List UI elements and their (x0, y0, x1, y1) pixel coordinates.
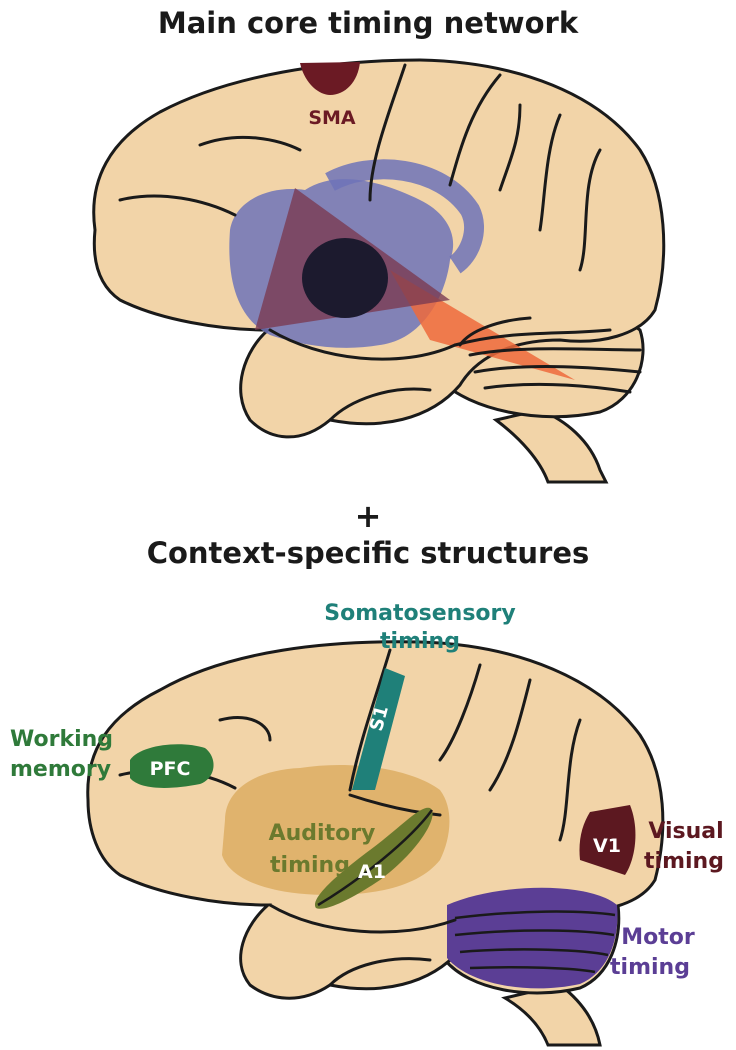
plus-sign: + (354, 497, 382, 535)
top-sma-region (300, 62, 360, 95)
motor-folia (454, 910, 616, 974)
working-memory-label-line1: Working (10, 727, 113, 752)
pfc-region (130, 744, 214, 788)
top-blue-arc (325, 159, 484, 274)
visual-timing-label-line1: Visual (648, 819, 723, 844)
bottom-brainstem (501, 983, 602, 1047)
motor-region (447, 887, 618, 989)
visual-timing-label-line2: timing (644, 849, 724, 874)
somatosensory-label-line2: timing (380, 629, 460, 654)
v1-region (579, 805, 636, 875)
top-sma-label: SMA (308, 107, 356, 129)
motor-timing-label-line2: timing (610, 955, 690, 980)
top-core-region (302, 238, 388, 318)
a1-sulcus-line (317, 809, 434, 907)
pfc-label: PFC (150, 758, 191, 780)
subtitle: Context-specific structures (146, 536, 590, 570)
a1-region (314, 807, 433, 909)
auditory-timing-label-line2: timing (270, 853, 350, 878)
working-memory-label-line2: memory (10, 757, 111, 782)
top-brainstem (492, 408, 609, 484)
somatosensory-label-line1: Somatosensory (324, 601, 515, 626)
bottom-brain: PFC S1 A1 V1 Somatosensory timing Workin… (10, 601, 724, 1047)
top-sulci (118, 63, 642, 422)
v1-label: V1 (593, 835, 621, 857)
top-brain: SMA (92, 58, 666, 484)
auditory-timing-label-line1: Auditory (269, 821, 376, 846)
motor-timing-label-line1: Motor (621, 925, 695, 950)
a1-label: A1 (358, 861, 386, 883)
s1-region (352, 668, 405, 790)
main-title: Main core timing network (157, 6, 579, 40)
